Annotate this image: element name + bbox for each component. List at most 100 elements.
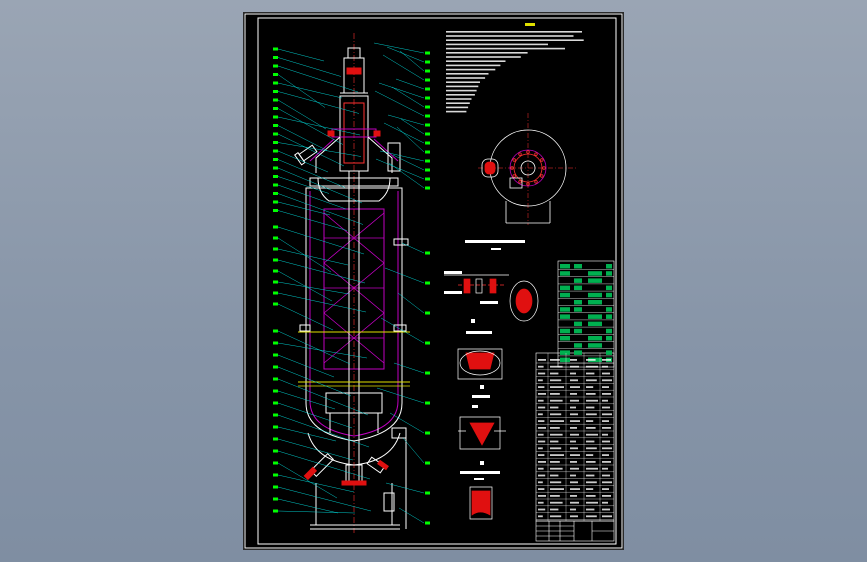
callout-number [273,47,278,51]
callout-number [425,96,430,100]
leader-line [277,366,352,397]
note-line [446,52,528,54]
callout-number [273,64,278,68]
table-cell [574,328,582,334]
detail-view-a [444,240,539,322]
table-text-line [602,501,608,504]
table-text-line [570,386,580,388]
table-text-line [570,440,576,443]
inner-frame [257,17,617,545]
table-text-line [550,461,560,463]
table-text-line [602,406,610,409]
leader-line [277,248,349,266]
leader-line [380,317,425,344]
table-cell [560,328,570,334]
table-text-line [550,454,564,456]
table-text-line [570,359,577,361]
leader-line [277,450,371,480]
table-cell [606,264,612,269]
leader-line [392,154,425,171]
table-text-line [602,433,608,436]
callout-labels [273,47,430,525]
table-text-line [602,372,610,375]
leader-line [277,193,364,225]
callout-number [425,168,430,172]
note-line [446,47,565,50]
table-cell [574,307,582,312]
bolt-hole [512,174,516,178]
callout-number [425,69,430,73]
table-text-line [602,413,612,416]
table-cell [574,285,582,291]
table-text-line [602,481,612,484]
leader-line [374,90,425,117]
leader-line [400,118,425,135]
callout-number [273,269,278,273]
table-text-line [538,501,544,504]
table-text-line [570,420,580,422]
table-text-line [538,495,546,497]
callout-number [273,461,278,465]
table-text-line [586,467,598,470]
table-text-line [550,515,562,518]
callout-number [273,175,278,178]
callout-number [273,425,278,429]
leader-line [277,210,348,231]
drawing-canvas[interactable] [244,13,623,549]
callout-number [273,247,278,251]
leader-line [388,162,425,189]
table-text-line [538,413,543,416]
table-text-line [550,413,562,416]
table-cell [606,328,612,334]
table-cell [606,314,612,319]
leader-line [391,86,425,108]
leader-line [376,387,425,404]
callout-number [273,141,278,144]
callout-number [273,473,278,477]
leader-line [277,486,372,512]
leader-line [277,226,365,255]
note-line [446,85,479,88]
manhole-icon [481,158,499,178]
table-text-line [550,467,563,470]
leader-line [277,184,347,210]
leader-line [373,42,425,54]
callout-number [273,132,278,136]
table-text-line [586,386,594,388]
table-text-line [538,515,543,518]
leader-line [277,414,370,448]
leader-line [277,201,331,216]
callout-number [273,192,278,195]
table-text-line [586,427,596,429]
table-cell [560,285,570,291]
table-text-line [538,433,544,436]
leader-line [387,114,425,126]
bolt-hole [540,174,544,178]
table-text-line [550,508,559,511]
leader-line [397,292,425,314]
callout-number [425,401,430,405]
bolt-hole [534,152,538,156]
nozzle-flange-icon [303,452,335,481]
table-cell [560,307,570,312]
callout-number [273,449,278,453]
table-text-line [538,393,546,395]
callout-number [425,150,430,154]
table-text-line [586,474,595,477]
table-text-line [570,488,580,490]
table-text-line [550,420,564,422]
table-cell [574,300,582,305]
bolt-hole [540,158,544,162]
table-text-line [602,399,608,402]
table-text-line [602,359,611,361]
table-text-line [538,359,546,361]
table-cell [588,300,602,305]
note-line [446,94,475,96]
table-text-line [538,481,543,484]
table-text-line [538,474,546,477]
table-text-line [538,508,546,511]
table-text-line [586,359,596,361]
leader-line [277,270,333,302]
leader-line [378,82,425,99]
